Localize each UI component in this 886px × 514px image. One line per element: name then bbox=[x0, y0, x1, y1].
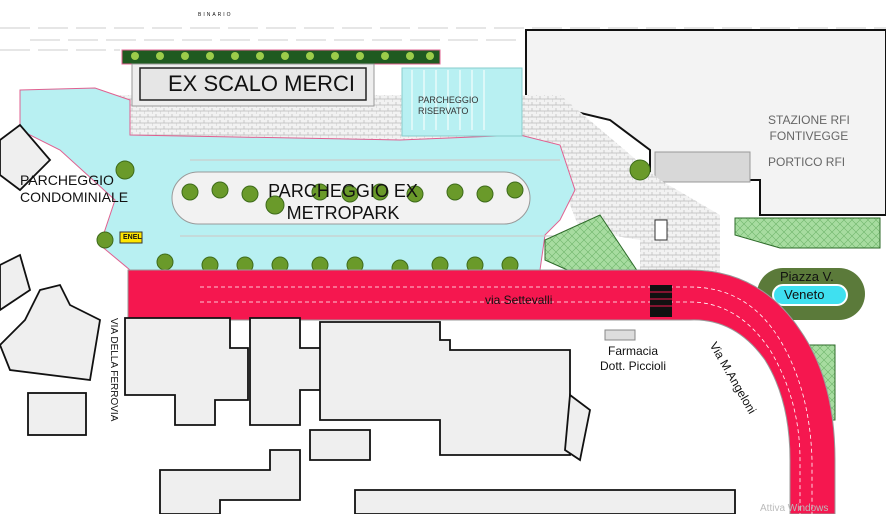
trees bbox=[96, 159, 651, 277]
via-settevalli-label: via Settevalli bbox=[485, 293, 553, 307]
label-line: Farmacia bbox=[608, 344, 659, 358]
road bbox=[127, 269, 836, 514]
label-line: CONDOMINIALE bbox=[20, 189, 129, 205]
tree-strip bbox=[121, 49, 441, 65]
veneto-label: Veneto bbox=[784, 287, 825, 302]
piazza-label: Piazza V. bbox=[780, 269, 834, 284]
label-line: METROPARK bbox=[286, 203, 400, 223]
buildings bbox=[0, 123, 736, 514]
rail-lines bbox=[0, 27, 886, 51]
binario-label: BINARIO bbox=[198, 12, 233, 18]
label-line: RISERVATO bbox=[418, 106, 469, 116]
green-bed bbox=[734, 217, 881, 249]
label-line: PARCHEGGIO bbox=[418, 95, 479, 105]
via-ferrovia-label: VIA DELLA FERROVIA bbox=[108, 318, 119, 422]
scalo-merci-label: EX SCALO MERCI bbox=[168, 71, 356, 96]
label-line: PARCHEGGIO bbox=[20, 172, 114, 188]
label-line: STAZIONE RFI bbox=[768, 113, 850, 127]
stazione-label: STAZIONE RFI FONTIVEGGE bbox=[768, 112, 850, 144]
label-line: Dott. Piccioli bbox=[600, 359, 667, 373]
label-line: FONTIVEGGE bbox=[769, 129, 849, 143]
enel-sign bbox=[119, 231, 143, 244]
windows-watermark: Attiva Windows bbox=[760, 503, 829, 514]
enel-label: ENEL bbox=[123, 234, 142, 241]
portico-label: PORTICO RFI bbox=[768, 155, 846, 169]
reserved-parking bbox=[401, 67, 523, 137]
fountain bbox=[772, 284, 848, 306]
label-line: PARCHEGGIO EX bbox=[268, 181, 418, 201]
scalo-merci-building bbox=[139, 67, 367, 101]
crosswalk bbox=[650, 285, 672, 317]
